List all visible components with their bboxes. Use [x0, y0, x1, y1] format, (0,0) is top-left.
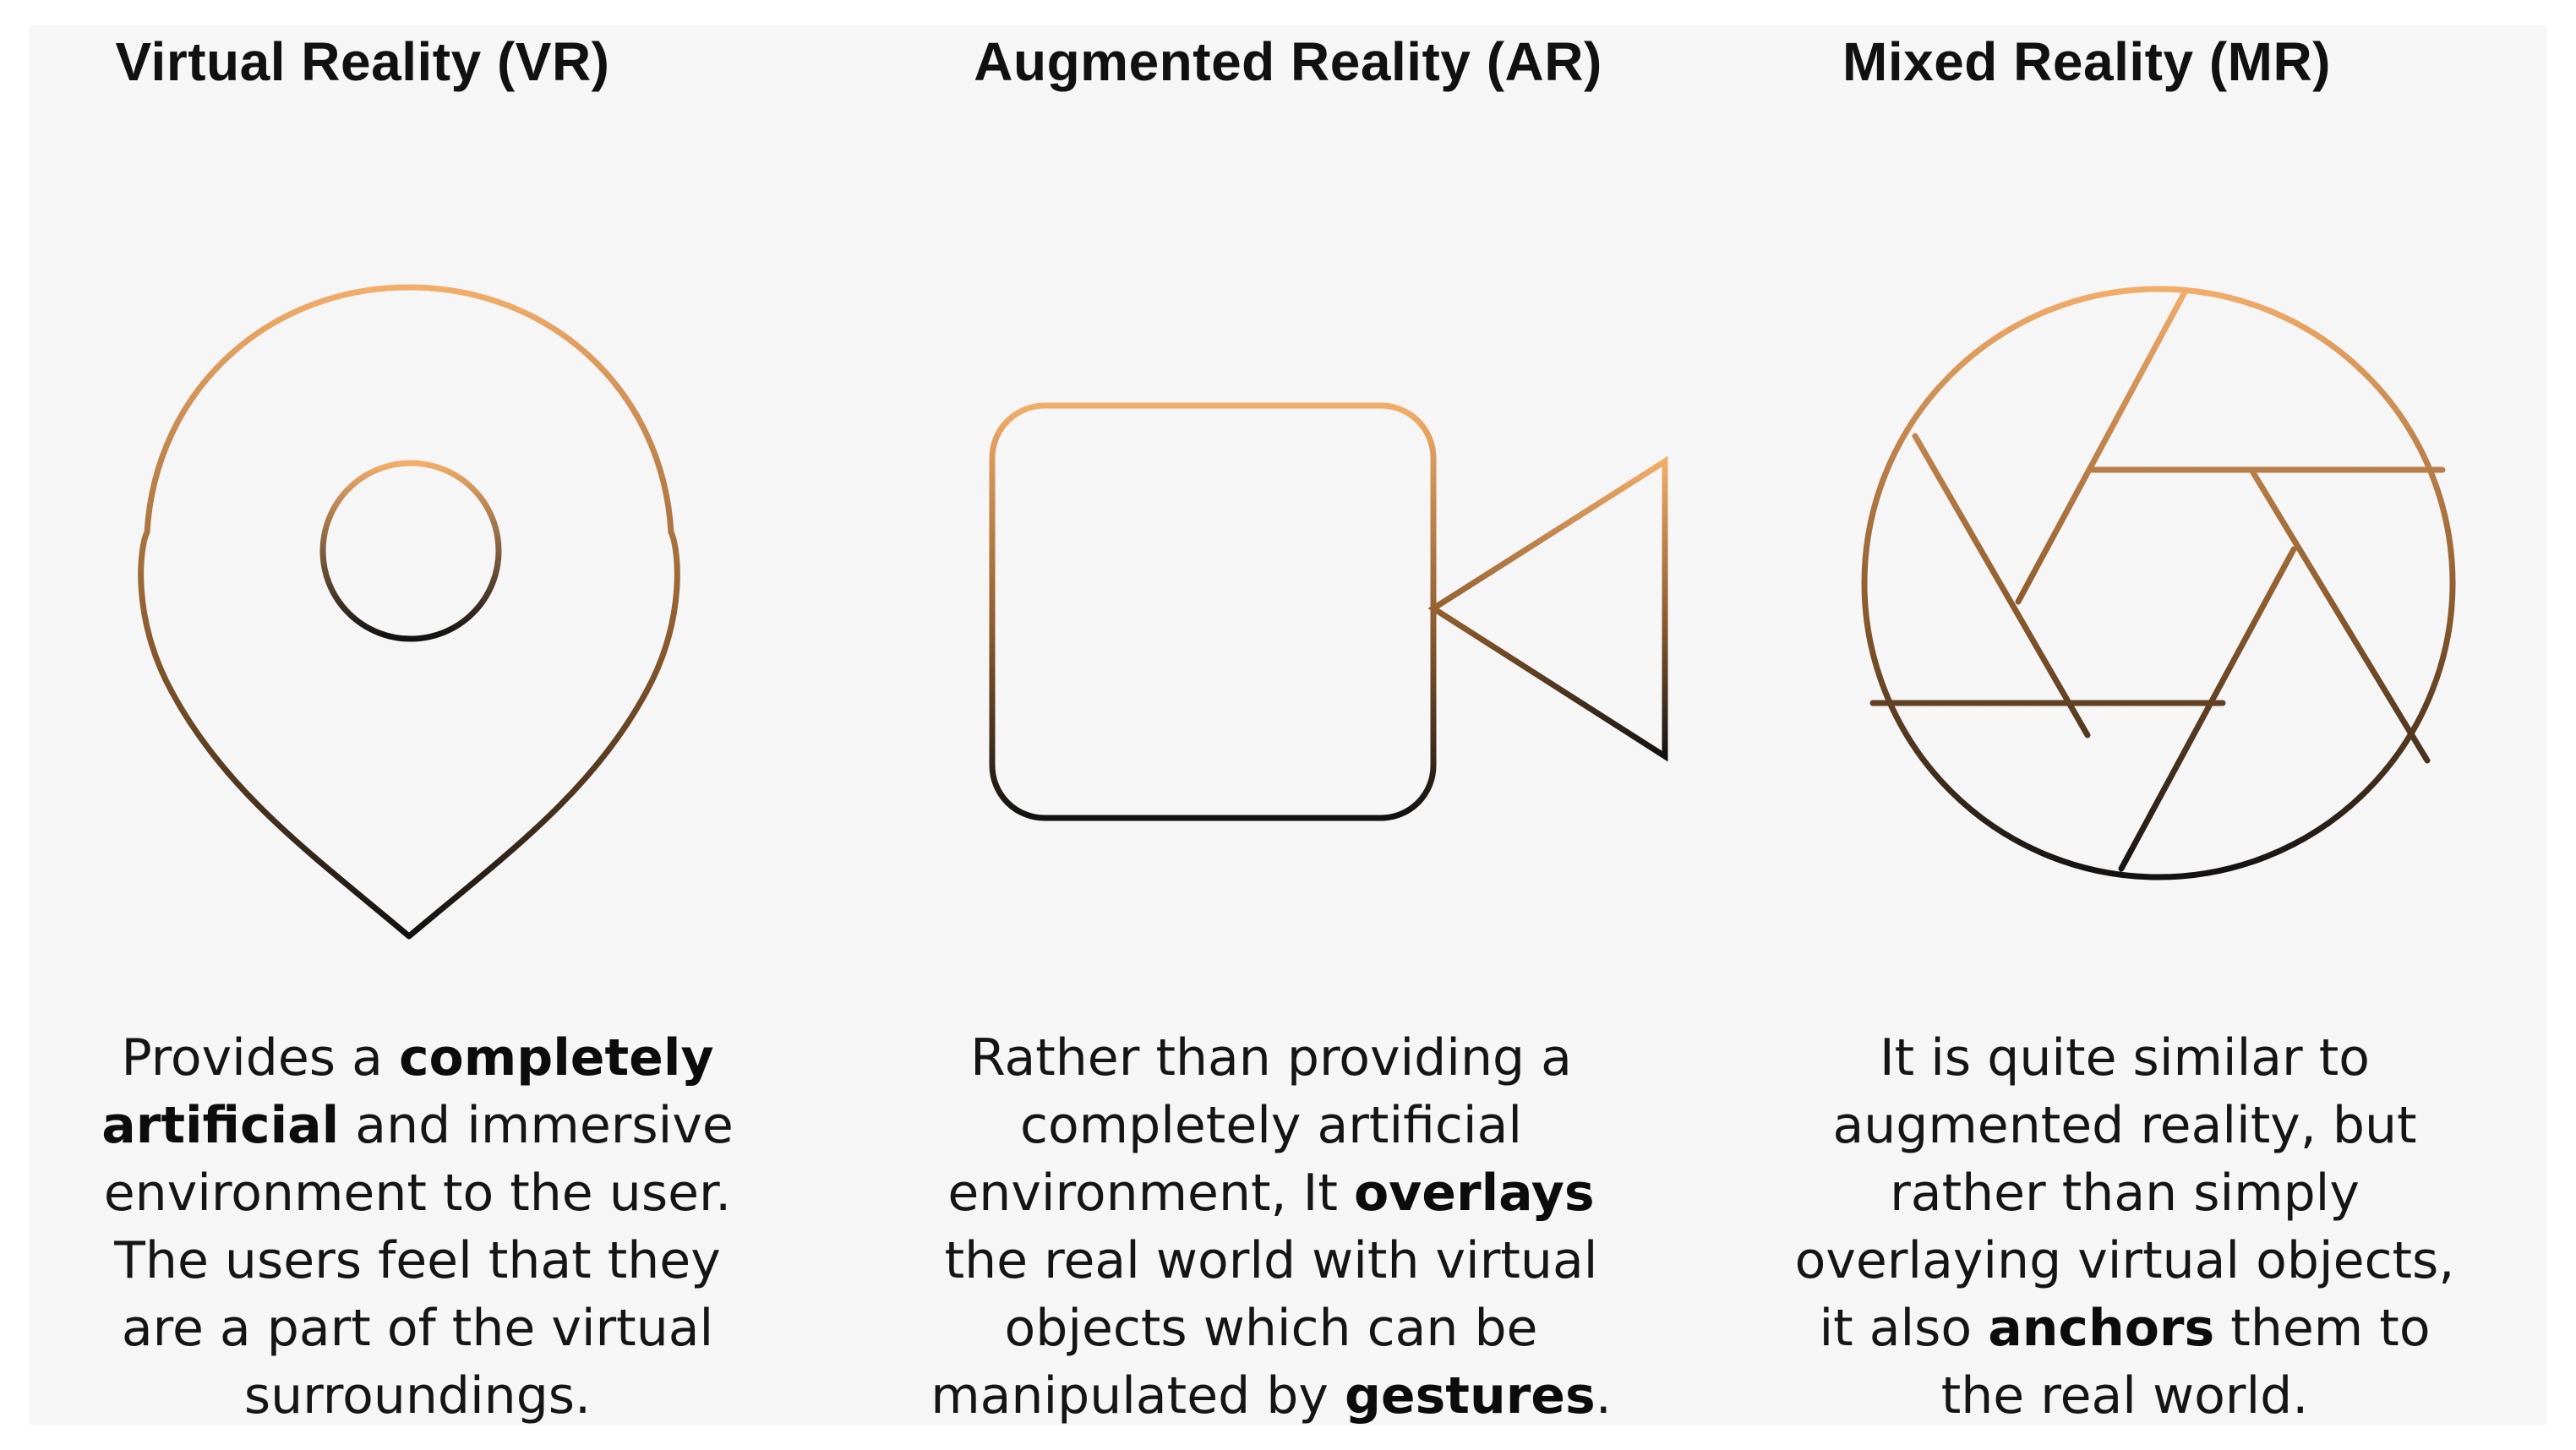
description-line: it also anchors them to [1819, 1299, 2431, 1358]
description-line: are a part of the virtual [121, 1299, 714, 1358]
camera-aperture-icon [1861, 286, 2456, 880]
description-line: Provides a completely [121, 1028, 714, 1088]
description-line: The users feel that they [114, 1231, 721, 1290]
column-description-vr: Provides a completely artificial and imm… [29, 1024, 806, 1430]
description-line: artificial and immersive [101, 1096, 734, 1155]
description-line: rather than simply [1890, 1164, 2360, 1223]
column-ar: Augmented Reality (AR) Rather than provi… [849, 25, 1727, 1425]
column-title-mr: Mixed Reality (MR) [1842, 31, 2331, 92]
description-line: objects which can be [1004, 1299, 1538, 1358]
video-camera-icon [989, 402, 1668, 821]
infographic-canvas: Virtual Reality (VR) Provides a complete… [29, 25, 2547, 1425]
description-line: the real world with virtual [944, 1231, 1598, 1290]
map-pin-icon [138, 284, 680, 940]
description-line: completely artificial [1019, 1096, 1523, 1155]
description-line: surroundings. [243, 1366, 592, 1425]
column-title-vr: Virtual Reality (VR) [115, 31, 610, 92]
description-line: Rather than providing a [970, 1028, 1572, 1088]
column-title-ar: Augmented Reality (AR) [974, 31, 1602, 92]
column-description-ar: Rather than providing a completely artif… [882, 1024, 1660, 1430]
description-line: environment to the user. [103, 1164, 732, 1223]
column-description-mr: It is quite similar to augmented reality… [1685, 1024, 2564, 1430]
column-vr: Virtual Reality (VR) Provides a complete… [29, 25, 908, 1425]
description-line: environment, It overlays [947, 1164, 1595, 1223]
description-line: augmented reality, but [1832, 1096, 2417, 1155]
description-line: overlaying virtual objects, [1794, 1231, 2455, 1290]
description-line: the real world. [1940, 1366, 2309, 1425]
description-line: manipulated by gestures. [931, 1366, 1612, 1425]
description-line: It is quite similar to [1879, 1028, 2371, 1088]
column-mr: Mixed Reality (MR) It is quite s [1685, 25, 2564, 1425]
